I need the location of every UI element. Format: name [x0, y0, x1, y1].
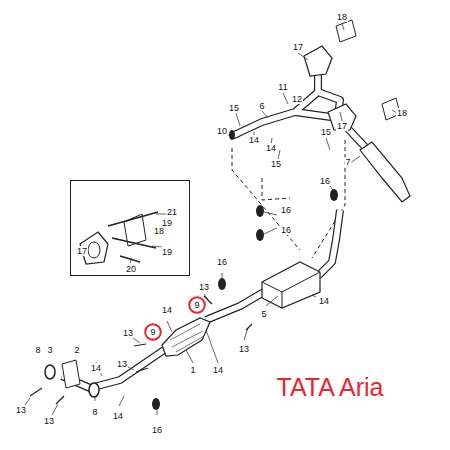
callout-number: 15: [228, 103, 240, 113]
muffler-edge: [262, 272, 320, 308]
front-flange: [62, 360, 80, 388]
callout-number: 3: [46, 345, 53, 355]
callout-number: 13: [238, 344, 250, 354]
callout-number: 13: [43, 416, 55, 426]
bolts: [30, 296, 252, 404]
callout-number: 6: [258, 101, 265, 111]
callout-number: 15: [320, 127, 332, 137]
callout-number: 16: [216, 257, 228, 267]
callout-number: 14: [112, 411, 124, 421]
pipes: [62, 70, 366, 388]
callout-number: 13: [122, 328, 134, 338]
leader-lines: [25, 23, 397, 415]
callout-number: 1: [189, 365, 196, 375]
callout-number: 10: [216, 126, 228, 136]
callout-number: 18: [336, 12, 348, 22]
callout-number: 14: [265, 143, 277, 153]
manifold-flange: [304, 46, 332, 76]
gasket: [336, 20, 356, 42]
callout-number: 14: [90, 363, 102, 373]
callout-number: 12: [291, 94, 303, 104]
callout-number: 13: [198, 282, 210, 292]
pipe-core: [62, 350, 164, 388]
converter-ribs: [170, 324, 204, 352]
manifold-flange: [328, 104, 356, 130]
inset-drawing: [80, 212, 158, 264]
rear-converter: [360, 142, 410, 202]
callout-number: 17: [76, 246, 88, 256]
callout-number: 9: [149, 327, 156, 337]
callout-number: 14: [161, 305, 173, 315]
seal-ring: [89, 383, 99, 397]
rubber-hangers: [152, 130, 338, 410]
callout-number: 13: [116, 359, 128, 369]
callout-number: 2: [73, 345, 80, 355]
pipe-outline: [62, 350, 164, 388]
callout-number: 21: [166, 207, 178, 217]
seal-ring: [45, 365, 55, 379]
highlight-circle: 9: [188, 296, 206, 314]
callout-number: 16: [280, 205, 292, 215]
callout-number: 11: [277, 82, 288, 92]
callout-number: 14: [318, 296, 330, 306]
callout-number: 20: [125, 264, 137, 274]
inset-box: 211918192017: [70, 180, 190, 276]
muffler: [262, 262, 320, 308]
highlight-circle: 9: [144, 323, 162, 341]
callout-number: 14: [248, 135, 260, 145]
pipe-core: [318, 210, 340, 276]
callout-number: 16: [319, 176, 331, 186]
callout-number: 18: [396, 108, 408, 118]
callout-number: 13: [15, 405, 27, 415]
pipe-outline: [232, 70, 318, 136]
callout-number: 5: [260, 309, 267, 319]
callout-number: 8: [91, 407, 98, 417]
callout-number: 16: [151, 425, 163, 435]
callout-number: 17: [292, 42, 304, 52]
callout-number: 9: [193, 300, 200, 310]
callout-number: 17: [336, 121, 348, 131]
pipe-outline: [318, 210, 340, 276]
pipe-core: [232, 70, 318, 136]
callout-number: 14: [212, 365, 224, 375]
red-ring: [145, 324, 161, 340]
dashed-routing: [232, 140, 345, 258]
vehicle-title: TATA Aria: [276, 373, 385, 401]
callout-number: 19: [161, 247, 173, 257]
pipe-core: [206, 292, 264, 320]
callout-number: 7: [344, 157, 351, 167]
red-ring: [189, 297, 205, 313]
callout-number: 16: [280, 225, 292, 235]
callout-number: 18: [153, 226, 165, 236]
pipe-outline: [206, 292, 264, 320]
callout-number: 15: [270, 159, 282, 169]
callout-number: 8: [34, 345, 41, 355]
